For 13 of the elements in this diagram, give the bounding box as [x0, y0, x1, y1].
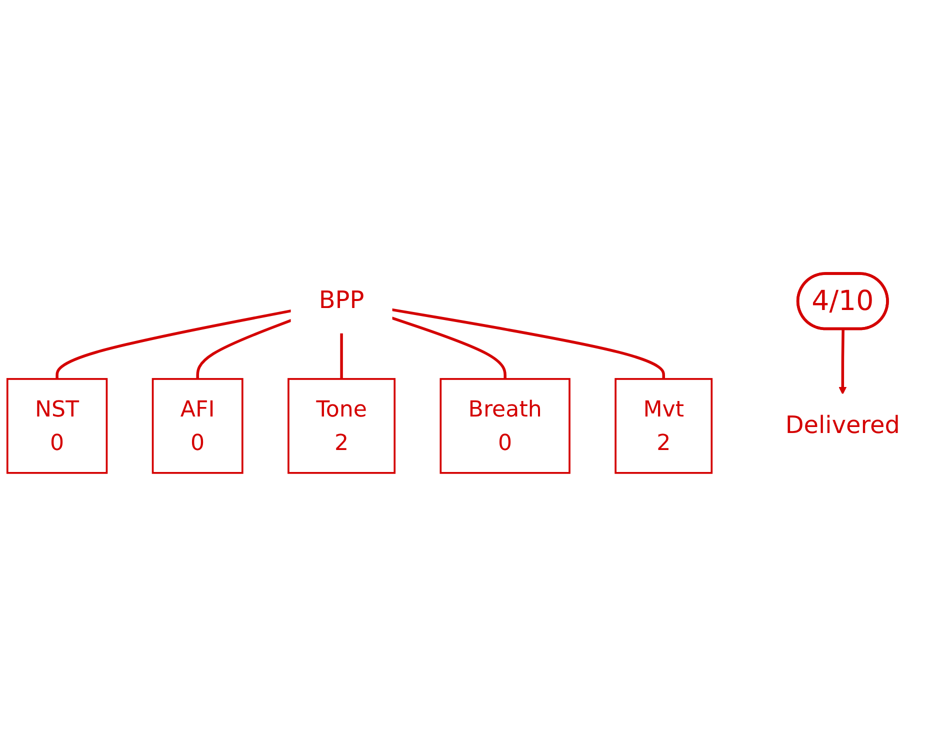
connector	[340, 333, 343, 380]
node-box: AFI 0	[152, 378, 244, 474]
connector	[196, 319, 292, 380]
node-text: BPP	[318, 287, 364, 315]
connector	[391, 317, 506, 380]
arrow	[838, 330, 847, 395]
node-box: Tone 2	[288, 378, 396, 474]
node-box: Breath 0	[440, 378, 570, 474]
node-box: Mvt 2	[614, 378, 713, 474]
node-box: NST 0	[6, 378, 108, 474]
connector	[392, 308, 665, 380]
node-text: Delivered	[785, 412, 900, 440]
connector	[56, 310, 292, 380]
